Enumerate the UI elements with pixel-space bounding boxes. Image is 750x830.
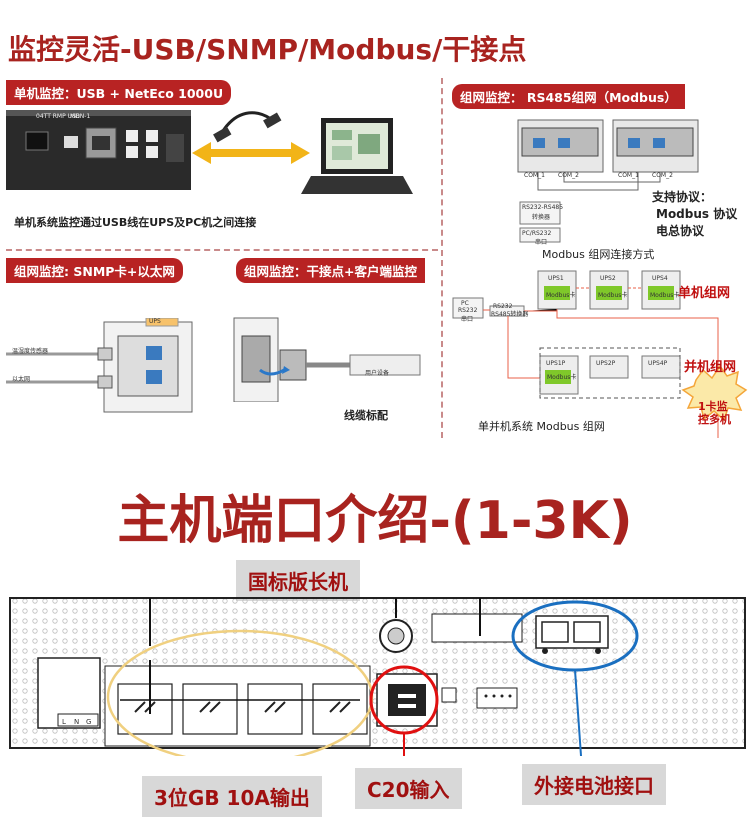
parallel-unit-label: UPS4P bbox=[648, 360, 668, 367]
snmp-card-label: UPS bbox=[149, 318, 161, 325]
terminal-letter: N bbox=[74, 718, 80, 726]
battery-tag: 外接电池接口 bbox=[522, 764, 666, 805]
usb-panel-header: 单机监控：USB + NetEco 1000U bbox=[6, 80, 232, 105]
dry-contact-panel-header: 组网监控：干接点+客户端监控 bbox=[236, 258, 425, 283]
model-tag: 国标版长机 bbox=[236, 560, 360, 601]
divider bbox=[6, 249, 438, 251]
modbus-panel-header: 组网监控： RS485组网（Modbus） bbox=[452, 84, 685, 109]
snmp-panel-header: 组网监控: SNMP卡+以太网 bbox=[6, 258, 183, 283]
snmp-left-label: 以太网 bbox=[12, 376, 31, 383]
main-title: 主机端口介绍-(1-3K) bbox=[117, 491, 633, 551]
modbus-card-label: Modbus卡 bbox=[598, 292, 628, 299]
user-device-label: 用户设备 bbox=[365, 370, 390, 377]
modbus-bottom-caption: 单并机系统 Modbus 组网 bbox=[478, 420, 605, 433]
usb-panel-illustration bbox=[6, 110, 413, 194]
converter-label: 转换器 bbox=[532, 214, 551, 221]
modbus-panel-illustration bbox=[452, 119, 748, 438]
single-network-label: 单机组网 bbox=[678, 286, 731, 301]
snmp-left-label: 温湿度传感器 bbox=[12, 348, 49, 355]
terminal-letter: L bbox=[62, 718, 66, 726]
snmp-panel-illustration bbox=[6, 318, 193, 413]
ups-unit-label: UPS1 bbox=[548, 275, 564, 282]
dry-contact-illustration bbox=[233, 317, 421, 402]
modbus-port-label: COM_2 bbox=[652, 172, 673, 179]
parallel-unit-label: UPS1P bbox=[546, 360, 566, 367]
parallel-network-label: 并机组网 bbox=[684, 360, 737, 375]
usb-device-label: 04TT RMP USB bbox=[36, 113, 80, 120]
pc-label: 串口 bbox=[461, 316, 474, 323]
ups-rear-panel bbox=[9, 597, 746, 756]
terminal-letter: G bbox=[86, 718, 92, 726]
input-tag: C20输入 bbox=[355, 768, 462, 809]
converter-label: 串口 bbox=[535, 239, 548, 246]
divider bbox=[441, 78, 443, 438]
modbus-connect-caption: Modbus 组网连接方式 bbox=[542, 248, 655, 261]
pc-label: PC bbox=[461, 300, 469, 307]
protocol-text: 电总协议 bbox=[656, 224, 705, 238]
star-text: 控多机 bbox=[698, 413, 731, 426]
modbus-port-label: COM_2 bbox=[558, 172, 579, 179]
usb-caption: 单机系统监控通过USB线在UPS及PC机之间连接 bbox=[14, 216, 257, 229]
star-text: 1卡监 bbox=[698, 400, 728, 413]
pc-label: RS232 bbox=[458, 307, 478, 314]
protocol-text: Modbus 协议 bbox=[656, 207, 738, 221]
modbus-port-label: COM_1 bbox=[618, 172, 639, 179]
protocol-text: 支持协议： bbox=[652, 190, 713, 204]
modbus-card-label: Modbus卡 bbox=[546, 292, 576, 299]
converter-label: RS232-RS485 bbox=[522, 204, 564, 211]
converter-box-label: RS485转换器 bbox=[491, 311, 529, 318]
top-title: 监控灵活-USB/SNMP/Modbus/干接点 bbox=[8, 33, 527, 66]
modbus-card-label: Modbus卡 bbox=[547, 374, 577, 381]
dry-contact-caption: 线缆标配 bbox=[344, 409, 388, 422]
ups-unit-label: UPS2 bbox=[600, 275, 616, 282]
usb-device-label: MDN-1 bbox=[70, 113, 91, 120]
cable-label: RS232 bbox=[493, 303, 513, 310]
parallel-unit-label: UPS2P bbox=[596, 360, 616, 367]
converter-label: PC/RS232 bbox=[522, 230, 552, 237]
ups-unit-label: UPS4 bbox=[652, 275, 668, 282]
modbus-card-label: Modbus卡 bbox=[650, 292, 680, 299]
modbus-port-label: COM_1 bbox=[524, 172, 545, 179]
outlet-tag: 3位GB 10A输出 bbox=[142, 776, 322, 817]
